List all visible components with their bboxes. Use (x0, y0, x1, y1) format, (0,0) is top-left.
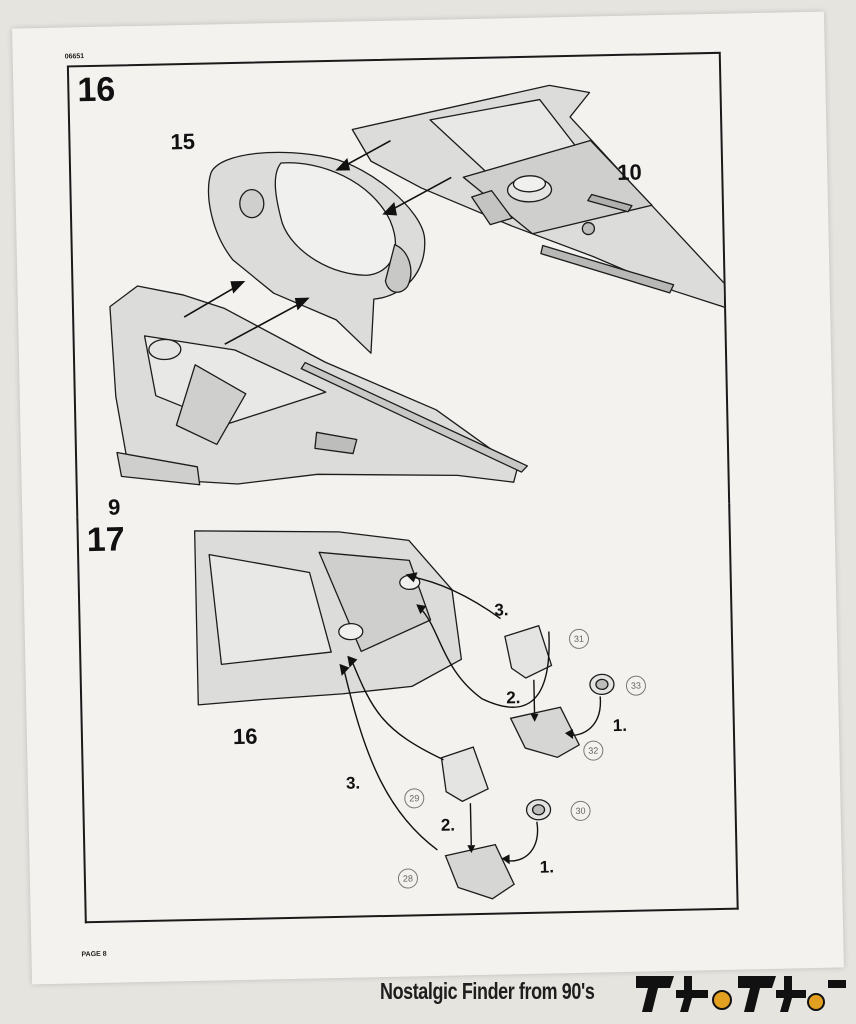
step-17-panel: 17 (76, 503, 739, 924)
housing-32 (509, 706, 581, 759)
step-17-illustration (193, 530, 615, 900)
step-16-panel: 16 (66, 51, 731, 522)
order-label-2-upper: 2. (506, 688, 521, 708)
document-code: 06651 (64, 53, 85, 61)
assembly-ref-label: 16 (232, 723, 258, 750)
engine-31 (504, 624, 553, 679)
part-label-cockpit: 15 (170, 128, 196, 155)
order-label-1-lower: 1. (539, 857, 555, 877)
order-label-1-upper: 1. (612, 715, 628, 736)
order-label-3-lower: 3. (345, 773, 361, 793)
instruction-sheet: 06651 16 (12, 11, 844, 985)
watermark-logo (636, 976, 846, 1012)
part-label-rear-section: 10 (616, 159, 642, 185)
watermark-text: Nostalgic Finder from 90's (380, 978, 595, 1004)
step-16-illustration (109, 84, 729, 486)
order-label-3-upper: 3. (494, 600, 509, 620)
page-label: PAGE 8 (81, 950, 107, 959)
housing-28 (444, 843, 515, 900)
order-label-2-lower: 2. (440, 815, 456, 835)
engine-29 (440, 746, 489, 803)
